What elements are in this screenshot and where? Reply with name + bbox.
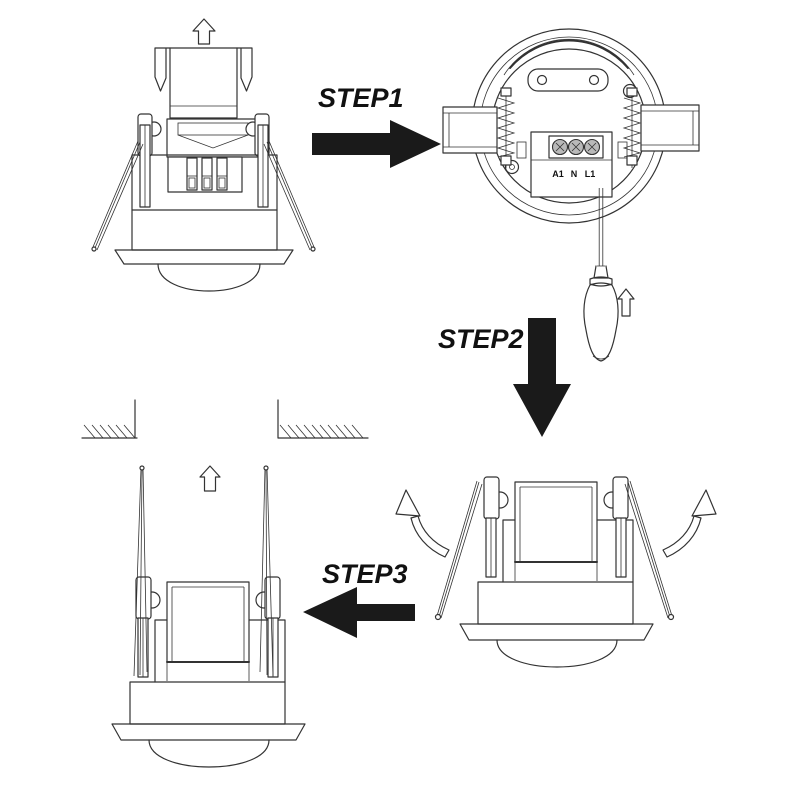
step2-label: STEP2 — [438, 324, 524, 354]
remove-cover-view — [91, 18, 316, 292]
lift-clips-view — [395, 476, 717, 668]
spring-clip-right — [263, 140, 316, 252]
up-arrow-icon — [199, 465, 221, 492]
spring-clip-left — [133, 465, 148, 677]
left-arrow-icon — [303, 587, 415, 638]
terminal-label-a1: A1 — [552, 169, 564, 179]
right-arrow-icon — [312, 120, 441, 168]
terminal-screw — [551, 138, 601, 156]
terminal-cover — [154, 47, 253, 119]
terminal-slots — [186, 157, 228, 191]
step1-label: STEP1 — [318, 83, 404, 113]
rotate-left-arrow-icon — [395, 489, 450, 558]
terminal-label-l1: L1 — [585, 169, 596, 179]
rotate-right-arrow-icon — [662, 489, 717, 558]
screwdriver-icon — [583, 188, 619, 362]
mounting-bracket — [527, 68, 609, 92]
up-arrow-icon — [617, 288, 635, 317]
coil-spring-left — [496, 87, 516, 168]
mounting-base-rear-view: A1 N L1 — [442, 28, 700, 362]
down-arrow-icon — [513, 318, 571, 437]
terminal-block: A1 N L1 — [530, 131, 613, 198]
spring-clip-left — [91, 140, 144, 252]
ceiling-cutout — [81, 399, 369, 439]
step3-label: STEP3 — [322, 559, 408, 589]
up-arrow-icon — [192, 18, 216, 45]
side-clip-right — [640, 104, 700, 152]
spring-clip-left — [434, 480, 483, 621]
ceiling-install-view — [81, 399, 369, 768]
coil-spring-right — [622, 87, 642, 168]
spring-clip-right — [624, 480, 675, 621]
sensor-dome — [157, 263, 261, 292]
sensor-side-view — [91, 113, 316, 292]
terminal-label-n: N — [571, 169, 578, 179]
side-clip-left — [442, 106, 498, 154]
spring-clip-right — [259, 465, 274, 677]
